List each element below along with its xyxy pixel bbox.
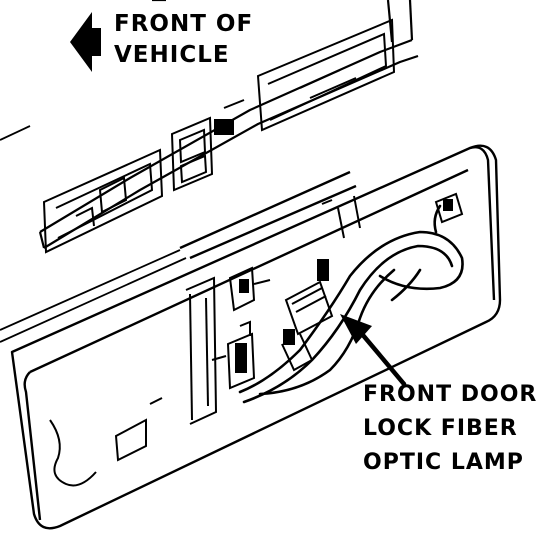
mounting-bracket [185, 276, 227, 425]
harness-terminal-plug [434, 192, 464, 224]
wire-connector-lower [226, 320, 256, 390]
front-of-vehicle-label-line-1: FRONT OF [114, 11, 254, 37]
arrow-left-icon [70, 12, 101, 72]
callout-label-line-1: FRONT DOOR [363, 382, 538, 407]
front-of-vehicle-label-line-2: VEHICLE [114, 42, 230, 68]
fiber-optic-lamp [281, 259, 334, 372]
lower-recess [42, 148, 164, 254]
armrest-panel [10, 144, 502, 530]
callout-label-line-2: LOCK FIBER [363, 416, 518, 441]
upper-recess [256, 18, 396, 132]
armrest-pocket [49, 397, 163, 487]
callout-label-line-3: OPTIC LAMP [363, 450, 524, 475]
wiring-harness [238, 204, 464, 404]
harness-clip [321, 195, 361, 239]
door-left-seam [0, 125, 187, 343]
wire-connector-upper [228, 266, 271, 312]
arrow-pointer-icon [340, 314, 407, 387]
window-switch-block [170, 99, 245, 192]
